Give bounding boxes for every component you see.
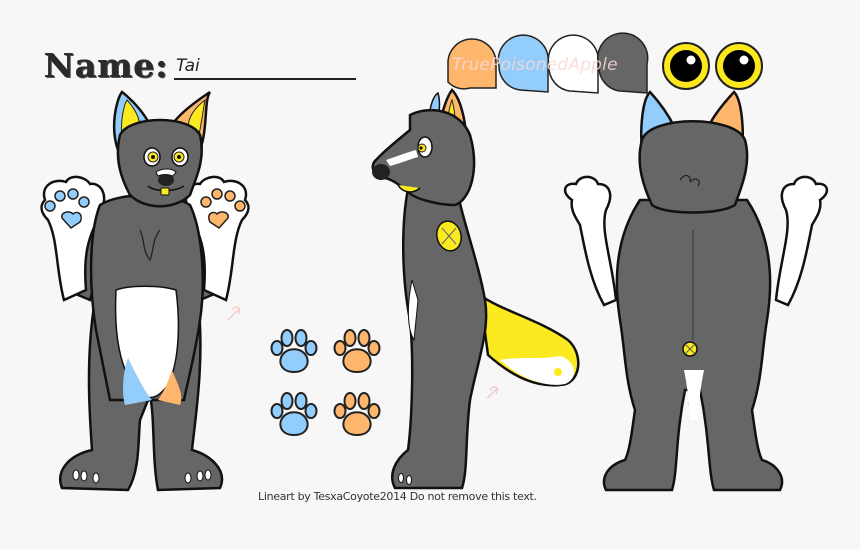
swatch-white [547,34,600,94]
paw-prints [270,329,381,436]
name-field: Name: Tai [44,46,356,86]
side-view [371,88,580,490]
name-label: Name: [44,46,169,85]
eye-swatch-left [662,42,710,90]
eye-swatches [662,42,763,90]
paw-print-blue [270,329,318,373]
name-underline [174,78,356,80]
swatch-gray [596,32,649,94]
paw-print-orange [333,329,381,373]
back-view [563,90,829,492]
character-name: Tai [176,56,200,76]
paw-print-orange [333,392,381,436]
front-view [40,90,250,492]
swatch-orange [447,38,497,90]
paw-print-blue [270,392,318,436]
lineart-credit: Lineart by TesxaCoyote2014 Do not remove… [258,490,537,503]
color-palette [447,32,649,94]
eye-swatch-right [715,42,763,90]
swatch-blue [497,34,550,93]
